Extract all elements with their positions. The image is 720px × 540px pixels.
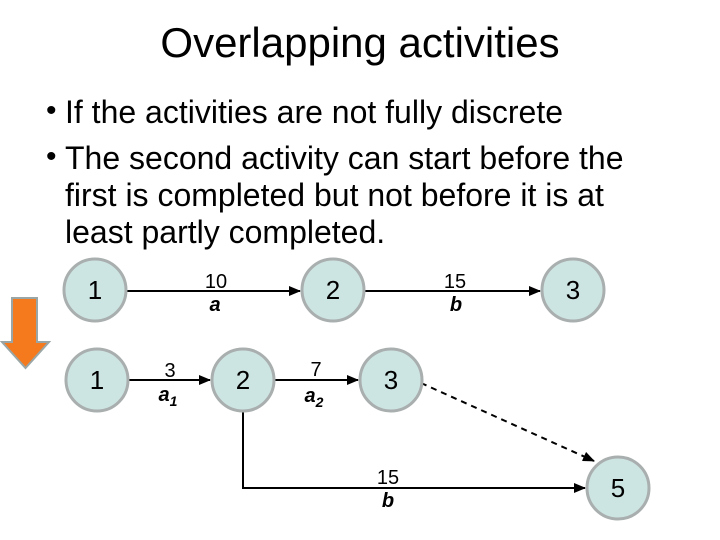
bottom-node-1	[64, 347, 130, 413]
top-node-1	[62, 257, 128, 323]
down-arrow-icon	[0, 297, 52, 370]
bottom-edge-1-2-activity: a1	[159, 384, 178, 409]
bottom-edge-1-2-duration: 3	[164, 360, 175, 382]
top-node-3-label: 3	[566, 275, 580, 305]
bottom-node-1-label: 1	[90, 365, 104, 395]
bullet-item-2: The second activity can start before the…	[46, 138, 646, 251]
top-node-3	[540, 257, 606, 323]
top-edge-1-2-activity: a	[209, 294, 220, 316]
bottom-edge-2-3-duration: 7	[310, 359, 321, 381]
bottom-node-5-label: 5	[611, 473, 625, 503]
bottom-edge-2-3-activity: a2	[305, 385, 324, 410]
bottom-edge-2-5-line	[242, 411, 586, 493]
page-title: Overlapping activities	[160, 19, 560, 66]
top-node-2-label: 2	[326, 275, 340, 305]
top-node-1-label: 1	[88, 275, 102, 305]
dummy-edge-3-5-line	[420, 382, 595, 462]
top-edge-2-3-activity: b	[450, 294, 462, 316]
top-node-2	[300, 257, 366, 323]
top-edge-1-2-duration: 10	[205, 271, 227, 293]
bottom-node-2	[210, 347, 276, 413]
bullet-list: If the activities are not fully discrete…	[46, 92, 646, 251]
bottom-node-3	[358, 347, 424, 413]
bullet-item-1: If the activities are not fully discrete	[46, 92, 646, 131]
top-edge-2-3-duration: 15	[444, 271, 466, 293]
bottom-node-3-label: 3	[384, 365, 398, 395]
bottom-node-2-label: 2	[236, 365, 250, 395]
bottom-edge-2-5-activity: b	[382, 490, 394, 512]
bottom-edge-2-5-duration: 15	[377, 467, 399, 489]
bottom-node-5	[585, 455, 651, 521]
